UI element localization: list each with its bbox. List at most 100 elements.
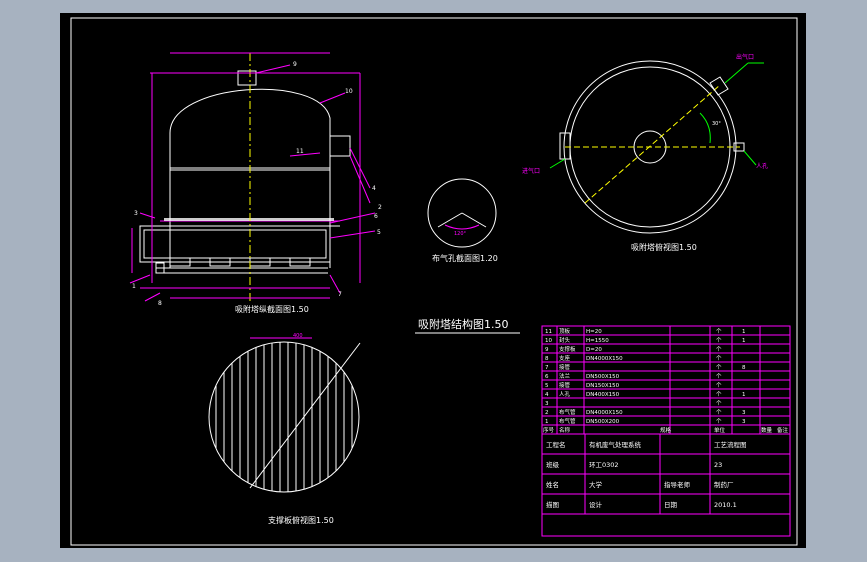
section-view-title: 吸附塔纵截面图1.50: [235, 304, 309, 314]
titleblock-cell: 23: [714, 461, 722, 469]
bom-cell-spec: DN500X200: [586, 419, 620, 425]
tower-section-view: [139, 70, 351, 274]
bom-cell-no: 2: [545, 410, 549, 416]
plan-angle: 30°: [712, 121, 721, 127]
outlet-label: 出气口: [736, 53, 754, 61]
plan-view: 30° 出气口 进气口 人孔 吸附塔俯视图1.50: [522, 53, 768, 252]
titleblock-cell: 大学: [589, 480, 603, 489]
bom-cell-no: 10: [545, 338, 552, 344]
part-number: 10: [345, 88, 353, 95]
section-dimensions: [129, 52, 376, 302]
bom-cell-unit: 个: [716, 391, 722, 398]
bom-cell-no: 4: [545, 392, 549, 398]
bom-cell-unit: 个: [716, 364, 722, 371]
part-number: 3: [134, 210, 138, 217]
bom-cell-unit: 个: [716, 409, 722, 416]
hole-view-title: 布气孔截面图1.20: [432, 253, 498, 263]
part-number: 8: [158, 300, 162, 307]
drawing-border: [70, 17, 798, 546]
bom-cell-spec: DN150X150: [586, 383, 620, 389]
bom-cell-name: 顶板: [559, 327, 571, 335]
bom-cell-name: 支座: [559, 354, 571, 362]
part-number: 1: [132, 283, 136, 290]
bom-cell-unit: 个: [716, 355, 722, 362]
bom-header-unit: 单位: [714, 426, 726, 434]
bom-cell-name: 法兰: [559, 372, 571, 380]
bom-cell-name: 接管: [559, 381, 571, 389]
packing-pattern: [164, 218, 334, 221]
bom-cell-unit: 个: [716, 346, 722, 353]
cad-drawing: 1 2 3 4 5 6 7 8 9 10 11 吸附塔纵截面图1.50 120°…: [70, 17, 798, 546]
bom-cell-name: 封头: [559, 336, 571, 344]
bom-cell-qty: 3: [742, 410, 746, 416]
titleblock-cell: 班级: [546, 460, 560, 469]
bom-header-qty: 数量: [761, 426, 773, 434]
bom-cell-spec: H=20: [586, 329, 602, 335]
cad-viewport[interactable]: 1 2 3 4 5 6 7 8 9 10 11 吸附塔纵截面图1.50 120°…: [60, 13, 806, 548]
bom-cell-no: 5: [545, 383, 549, 389]
manhole-label: 人孔: [756, 162, 768, 170]
part-number: 2: [378, 204, 382, 211]
inlet-label: 进气口: [522, 167, 540, 175]
part-number: 9: [293, 61, 297, 68]
plan-view-title: 吸附塔俯视图1.50: [631, 242, 697, 252]
titleblock-cell: 日期: [664, 501, 678, 509]
titleblock-cell: 设计: [589, 500, 603, 509]
support-plate-view: 400 支撑板俯视图1.50: [208, 333, 361, 525]
titleblock-cell: 有机废气处理系统: [589, 440, 642, 449]
titleblock-cell: 制药厂: [714, 480, 734, 489]
bom-cell-unit: 个: [716, 400, 722, 407]
titleblock-cell: 环工0302: [589, 461, 619, 469]
titleblock-cell: 2010.1: [714, 501, 737, 509]
bom-cell-no: 3: [545, 401, 549, 407]
bom-cell-unit: 个: [716, 337, 722, 344]
bom-header-name: 名称: [559, 426, 571, 434]
titleblock-cell: 描图: [546, 500, 559, 509]
part-number: 7: [338, 291, 342, 298]
bom-cell-spec: DN4000X150: [586, 410, 623, 416]
bom-cell-no: 1: [545, 419, 549, 425]
part-number: 11: [296, 148, 304, 155]
titleblock-cell: 姓名: [546, 480, 559, 489]
support-view-title: 支撑板俯视图1.50: [268, 515, 334, 525]
main-title: 吸附塔结构图1.50: [418, 317, 509, 331]
bom-cell-qty: 8: [742, 365, 746, 371]
bom-cell-name: 布气管: [559, 417, 576, 425]
support-dimension: 400: [293, 333, 303, 339]
bom-cell-spec: DN400X150: [586, 392, 620, 398]
section-part-numbers: 1 2 3 4 5 6 7 8 9 10 11: [132, 61, 382, 307]
main-title-block: 吸附塔结构图1.50: [415, 317, 520, 334]
bom-cell-qty: 3: [742, 419, 746, 425]
bom-cell-no: 6: [545, 374, 549, 380]
bom-cell-name: 支撑板: [559, 345, 576, 353]
gas-hole-view: 120° 布气孔截面图1.20: [427, 178, 498, 263]
bom-cell-qty: 1: [742, 329, 746, 335]
bom-cell-no: 9: [545, 347, 549, 353]
bom-header-no: 序号: [543, 426, 555, 434]
bom-cell-unit: 个: [716, 373, 722, 380]
bom-cell-qty: 1: [742, 392, 746, 398]
part-number: 4: [372, 185, 376, 192]
bom-cell-spec: H=1550: [586, 338, 609, 344]
bom-header-spec: 规格: [660, 426, 672, 434]
part-number: 6: [374, 213, 378, 220]
bom-cell-spec: D=20: [586, 347, 602, 353]
part-number: 5: [377, 229, 381, 236]
titleblock-cell: 工程名: [546, 440, 566, 449]
bom-cell-qty: 1: [742, 338, 746, 344]
bom-header-note: 备注: [777, 426, 789, 434]
titleblock-cell: 工艺流程图: [714, 440, 747, 449]
bom-cell-name: 人孔: [559, 390, 571, 398]
bom-cell-unit: 个: [716, 418, 722, 425]
bom-cell-spec: DN4000X150: [586, 356, 623, 362]
bom-cell-no: 7: [545, 365, 549, 371]
bom-cell-unit: 个: [716, 328, 722, 335]
bom-cell-unit: 个: [716, 382, 722, 389]
hole-angle: 120°: [454, 231, 467, 237]
bom-cell-name: 接管: [559, 363, 571, 371]
bom-cell-no: 8: [545, 356, 549, 362]
bom-cell-name: 布气管: [559, 408, 576, 416]
bom-cell-no: 11: [545, 329, 552, 335]
bom-cell-spec: DN500X150: [586, 374, 620, 380]
